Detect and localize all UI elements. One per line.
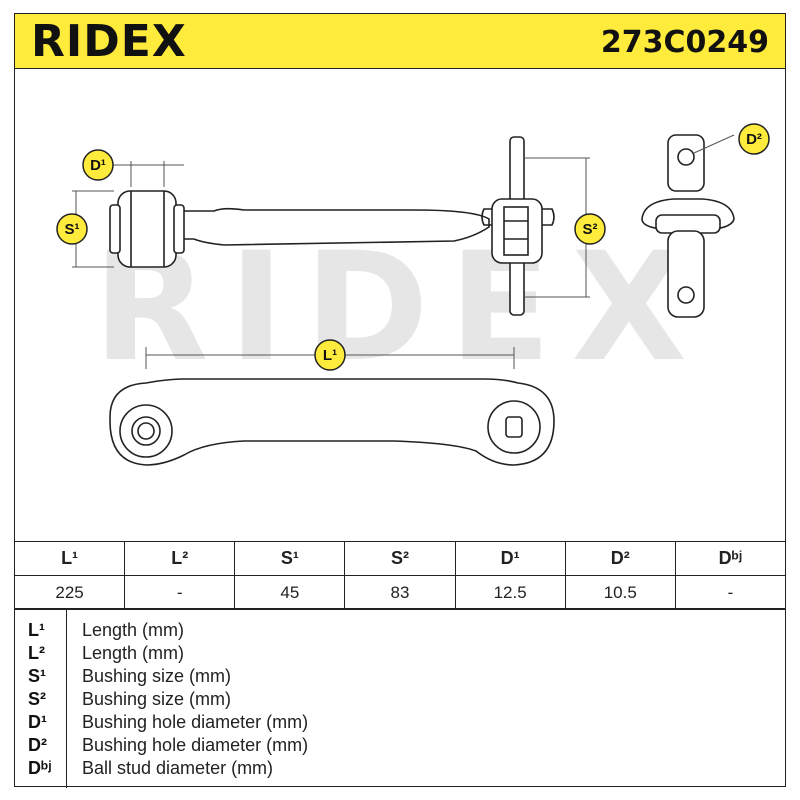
end-view	[641, 134, 735, 318]
spec-value-s2: 83	[344, 575, 456, 610]
legend-item: L² Length (mm)	[14, 642, 786, 664]
legend-item: L¹ Length (mm)	[14, 619, 786, 641]
legend-symbol: D²	[28, 735, 47, 755]
spec-value-d2: 10.5	[564, 575, 676, 610]
spec-value-d1: 12.5	[454, 575, 566, 610]
legend-symbol: S¹	[28, 666, 46, 686]
brand-logo: RIDEX	[31, 16, 187, 67]
left-bushing	[117, 190, 177, 268]
spec-value-l1: 225	[13, 575, 126, 610]
legend-symbol: L¹	[28, 620, 45, 640]
legend-symbol: S²	[28, 689, 46, 709]
badge-d1: D¹	[82, 149, 114, 181]
legend-description: Bushing hole diameter (mm)	[82, 712, 309, 732]
legend-description: Bushing size (mm)	[82, 689, 232, 709]
label-s1: S¹	[65, 221, 80, 238]
watermark-text: RIDEX	[93, 221, 707, 395]
part-number: 273C0249	[600, 25, 769, 60]
spec-header-dbj: Dᵇʲ	[674, 541, 787, 576]
legend-item: S¹ Bushing size (mm)	[14, 665, 786, 687]
spec-header-d2: D²	[564, 541, 676, 576]
header-bar: RIDEX 273C0249	[14, 13, 786, 69]
legend-description: Bushing size (mm)	[82, 666, 232, 686]
badge-s1: S¹	[56, 213, 88, 245]
badge-s2: S²	[574, 213, 606, 245]
legend-block: L¹ Length (mm) L² Length (mm) S¹ Bushing…	[14, 608, 786, 788]
legend-symbol: Dᵇʲ	[28, 758, 52, 778]
legend-divider	[66, 609, 67, 788]
spec-value-s1: 45	[234, 575, 346, 610]
legend-item: D² Bushing hole diameter (mm)	[14, 734, 786, 756]
spec-header-s1: S¹	[234, 541, 346, 576]
spec-header-l1: L¹	[13, 541, 126, 576]
legend-description: Bushing hole diameter (mm)	[82, 735, 309, 755]
spec-value-l2: -	[124, 575, 236, 610]
badge-l1: L¹	[314, 339, 346, 371]
spec-header-l2: L²	[124, 541, 236, 576]
legend-description: Length (mm)	[82, 620, 185, 640]
legend-symbol: L²	[28, 643, 45, 663]
spec-header-s2: S²	[344, 541, 456, 576]
label-s2: S²	[583, 221, 598, 238]
legend-description: Length (mm)	[82, 643, 185, 663]
label-l1: L¹	[323, 347, 337, 364]
top-view	[109, 378, 555, 466]
legend-description: Ball stud diameter (mm)	[82, 758, 274, 778]
legend-symbol: D¹	[28, 712, 47, 732]
spec-value-dbj: -	[674, 575, 787, 610]
legend-item: Dᵇʲ Ball stud diameter (mm)	[14, 757, 786, 779]
technical-drawing: RIDEX	[14, 69, 786, 541]
spec-header-d1: D¹	[454, 541, 566, 576]
arm-side-view	[173, 207, 490, 246]
legend-item: S² Bushing size (mm)	[14, 688, 786, 710]
label-d2: D²	[746, 131, 762, 148]
legend-item: D¹ Bushing hole diameter (mm)	[14, 711, 786, 733]
badge-d2: D²	[738, 123, 770, 155]
spec-value-row: 225 - 45 83 12.5 10.5 -	[13, 575, 787, 610]
spec-header-row: L¹ L² S¹ S² D¹ D² Dᵇʲ	[13, 541, 787, 576]
label-d1: D¹	[90, 157, 106, 174]
drawing-svg: RIDEX	[56, 123, 770, 466]
spec-table: L¹ L² S¹ S² D¹ D² Dᵇʲ 225 - 45 83 12.5 1…	[13, 541, 787, 610]
